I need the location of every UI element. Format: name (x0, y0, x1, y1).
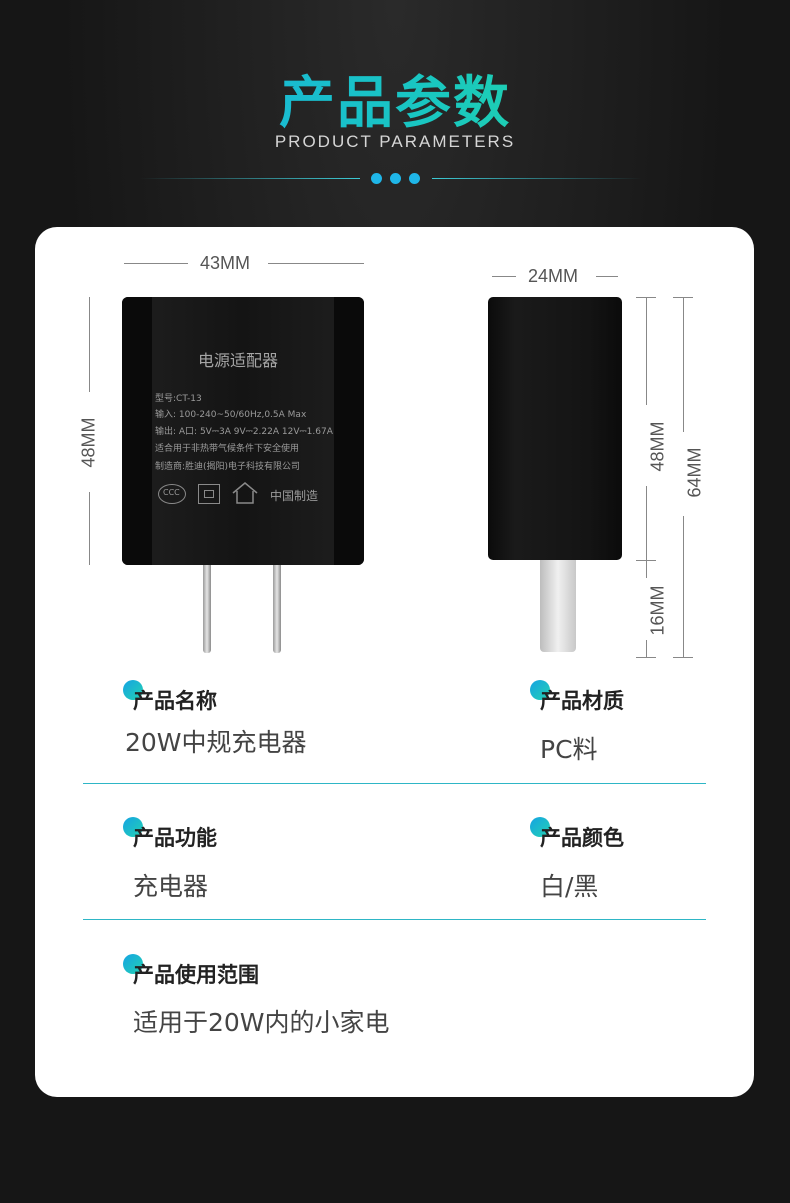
double-insulation-icon (198, 484, 220, 504)
page-subtitle: PRODUCT PARAMETERS (274, 132, 516, 151)
dim-front-height: 48MM (78, 417, 99, 468)
row-separator (83, 919, 706, 920)
bullet-icon (123, 954, 143, 974)
charger-prong (203, 565, 211, 653)
bullet-icon (530, 680, 550, 700)
row-separator (83, 783, 706, 784)
ccc-icon-text: CCC (163, 488, 180, 497)
dim-line (268, 263, 364, 264)
dim-line (596, 276, 618, 277)
page-title: 产品参数 (0, 58, 790, 139)
dim-line (646, 486, 647, 560)
charger-usage-text: 适合用于非热带气候条件下安全使用 (155, 444, 300, 454)
charger-input-text: 输入: 100-240~50/60Hz,0.5A Max (155, 410, 307, 420)
dim-line (89, 492, 90, 565)
decor-dot (371, 173, 382, 184)
indoor-use-icon (232, 482, 258, 504)
charger-prong (273, 565, 281, 653)
charger-origin-text: 中国制造 (270, 489, 319, 503)
dim-line (646, 640, 647, 657)
charger-maker-text: 制造商:胜迪(揭阳)电子科技有限公司 (155, 462, 301, 472)
bullet-icon (123, 680, 143, 700)
param-value-function: 充电器 (133, 872, 209, 901)
param-label-material: 产品材质 (540, 689, 624, 713)
charger-brand-text: 电源适配器 (198, 351, 279, 370)
dim-tick (673, 657, 693, 658)
divider-right (432, 178, 642, 179)
dim-line (89, 297, 90, 392)
dim-line (683, 297, 684, 432)
charger-front-image: 电源适配器 型号:CT-13 输入: 100-240~50/60Hz,0.5A … (122, 297, 364, 565)
charger-output-text: 输出: A口: 5V⎓3A 9V⎓2.22A 12V⎓1.67A (155, 427, 333, 437)
decor-dot (409, 173, 420, 184)
param-label-scope: 产品使用范围 (133, 963, 259, 987)
dim-side-width: 24MM (528, 266, 579, 286)
bullet-icon (530, 817, 550, 837)
ccc-icon (158, 484, 186, 504)
charger-edge (122, 297, 152, 565)
decor-dot (390, 173, 401, 184)
param-label-name: 产品名称 (133, 689, 217, 713)
dim-line (683, 516, 684, 657)
bullet-icon (123, 817, 143, 837)
dim-line (492, 276, 516, 277)
divider-left (140, 178, 360, 179)
charger-model-text: 型号:CT-13 (155, 394, 202, 404)
charger-edge (334, 297, 364, 565)
dim-line (124, 263, 188, 264)
param-value-scope: 适用于20W内的小家电 (133, 1008, 390, 1037)
dim-line (646, 560, 647, 578)
charger-side-prong (540, 560, 576, 652)
dim-side-body-height: 48MM (647, 421, 668, 472)
param-value-material: PC料 (540, 735, 598, 764)
charger-side-image (488, 297, 622, 560)
dim-side-total-height: 64MM (684, 447, 705, 498)
dim-front-width: 43MM (200, 253, 251, 273)
dim-line (646, 297, 647, 405)
param-value-color: 白/黑 (540, 872, 599, 901)
param-value-name: 20W中规充电器 (125, 728, 307, 757)
dim-tick (636, 657, 656, 658)
dim-side-prong-height: 16MM (647, 585, 668, 636)
param-label-color: 产品颜色 (540, 826, 624, 850)
double-insulation-inner (204, 490, 214, 498)
param-label-function: 产品功能 (133, 826, 217, 850)
